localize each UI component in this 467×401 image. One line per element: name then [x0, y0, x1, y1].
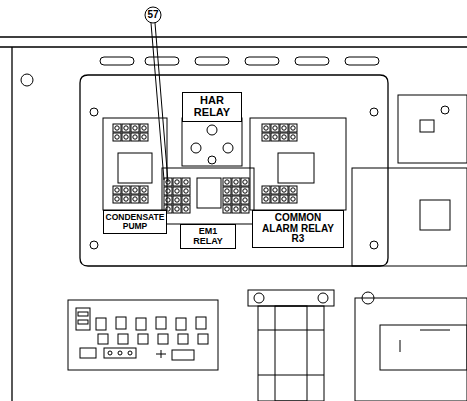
relay-label: CONDENSATE PUMP — [106, 213, 165, 231]
relay-label-box: CONDENSATE PUMP — [103, 210, 167, 234]
callout-number: 57 — [143, 5, 163, 25]
relay-label: HAR RELAY — [186, 95, 238, 118]
relay-label-box: COMMON ALARM RELAY R3 — [252, 210, 344, 248]
relay-label-box: EM1 RELAY — [180, 224, 236, 249]
relay-label: COMMON ALARM RELAY R3 — [256, 213, 340, 245]
relay-label: EM1 RELAY — [184, 227, 232, 246]
relay-label-box: HAR RELAY — [182, 92, 242, 122]
